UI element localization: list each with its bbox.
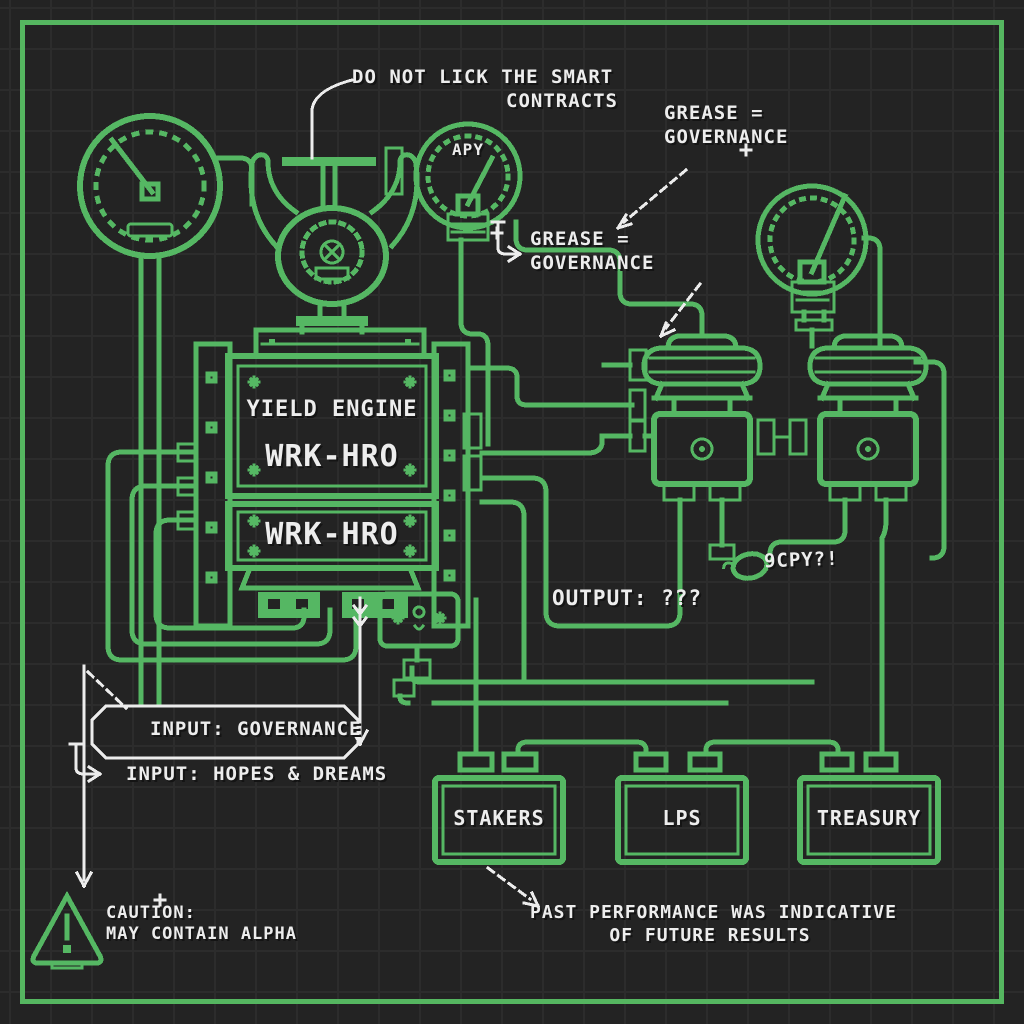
annotation-line: OF FUTURE RESULTS <box>609 924 811 946</box>
output-label: OUTPUT: ??? <box>552 586 703 610</box>
input-hopes-label: INPUT: HOPES & DREAMS <box>126 763 388 785</box>
sink-label-treasury: TREASURY <box>816 806 922 830</box>
annotation-line: GREASE = <box>664 102 764 124</box>
gauge-apy-icon <box>413 121 523 447</box>
annotation-line: CAUTION: <box>106 903 196 923</box>
engine-model-top: WRK-HRO <box>265 439 399 474</box>
valve-right-icon <box>756 333 929 502</box>
exhaust-loop-pipes <box>105 442 359 663</box>
sink-label-lps: LPS <box>662 806 702 830</box>
annotation-line: DO NOT LICK THE SMART <box>352 66 614 88</box>
gauge-apy-label: APY <box>452 140 484 159</box>
input-governance-label: INPUT: GOVERNANCE <box>150 718 362 740</box>
annotation-smart-contracts: DO NOT LICK THE SMART CONTRACTS <box>352 66 618 114</box>
annotation-line: MAY CONTAIN ALPHA <box>106 924 297 945</box>
engine-model-bottom: WRK-HRO <box>265 517 399 552</box>
annotation-line: GREASE = <box>530 228 630 250</box>
control-box-icon <box>377 591 461 706</box>
annotation-grease-mid: GREASE = GOVERNANCE <box>530 228 654 276</box>
warning-triangle-icon <box>30 890 104 970</box>
annotation-line: CONTRACTS <box>506 89 618 112</box>
valve-left-icon <box>601 333 763 502</box>
annotation-grease-top: GREASE = GOVERNANCE <box>664 102 788 150</box>
disclaimer-label: PAST PERFORMANCE WAS INDICATIVE OF FUTUR… <box>530 902 897 947</box>
grease-blob-icon <box>722 551 770 581</box>
sink-boxes <box>432 775 941 865</box>
gauge-left-icon <box>77 113 255 705</box>
annotation-line: GOVERNANCE <box>664 125 789 148</box>
engine-title: YIELD ENGINE <box>246 397 418 422</box>
sink-label-stakers: STAKERS <box>453 806 545 830</box>
annotation-lines <box>68 78 751 908</box>
gauge-right-icon <box>755 183 883 349</box>
annotation-line: PAST PERFORMANCE WAS INDICATIVE <box>530 902 897 923</box>
border-frame <box>20 20 1004 1004</box>
pipe-network <box>421 219 947 773</box>
pump-icon <box>248 146 420 335</box>
caution-label: CAUTION: MAY CONTAIN ALPHA <box>106 903 297 946</box>
annotation-line: GOVERNANCE <box>530 251 655 274</box>
